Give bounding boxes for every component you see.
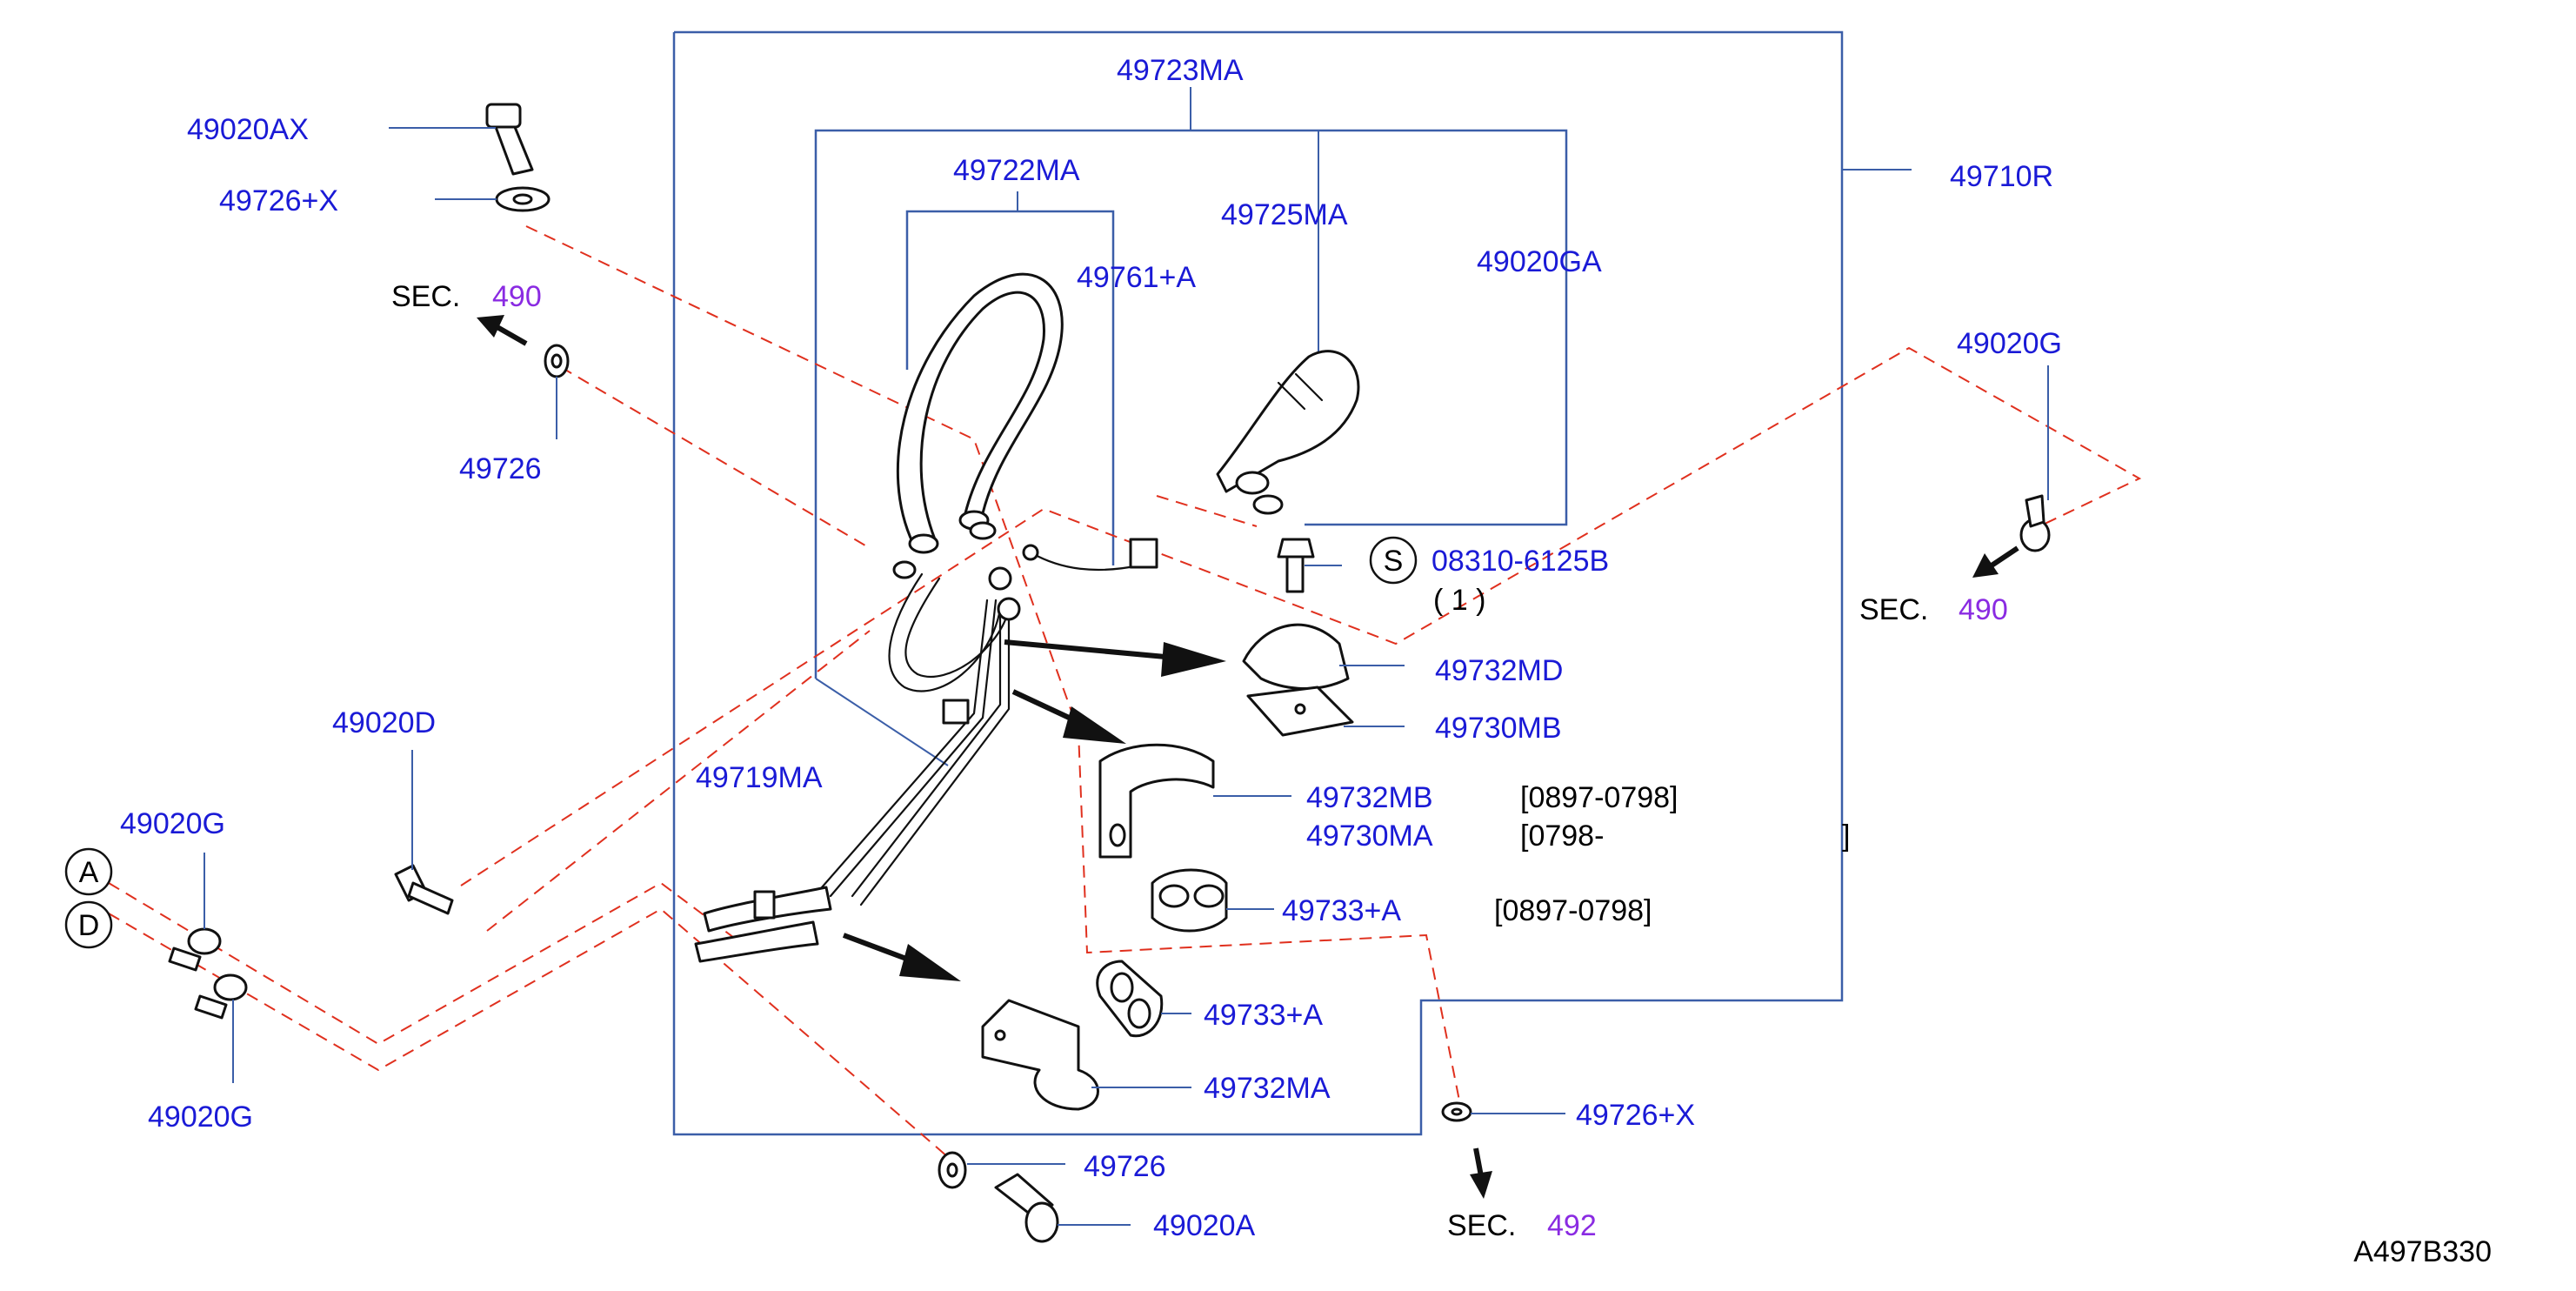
part-08310-quantity: ( 1 ) bbox=[1433, 584, 1485, 617]
hose-49725MA-drawing bbox=[1216, 350, 1360, 515]
part-49725MA[interactable]: 49725MA bbox=[1221, 198, 1348, 231]
marker-s-label: S bbox=[1384, 545, 1404, 578]
bolt-08310-drawing bbox=[1277, 538, 1315, 593]
arrow-sec-490-right bbox=[1972, 545, 2019, 578]
part-49726-bottom[interactable]: 49726 bbox=[1084, 1150, 1166, 1183]
grommet-49733A-top-drawing bbox=[1151, 868, 1228, 933]
marker-circle-d bbox=[64, 900, 113, 949]
section-left-number[interactable]: 490 bbox=[492, 280, 542, 313]
part-49732MD[interactable]: 49732MD bbox=[1435, 654, 1563, 687]
part-49732MA[interactable]: 49732MA bbox=[1204, 1072, 1331, 1105]
part-49733A-bottom[interactable]: 49733+A bbox=[1204, 999, 1323, 1032]
part-49726X-bottom[interactable]: 49726+X bbox=[1576, 1099, 1695, 1132]
part-49732MB[interactable]: 49732MB bbox=[1306, 781, 1433, 814]
section-bottom-number[interactable]: 492 bbox=[1547, 1209, 1597, 1242]
part-49020GA[interactable]: 49020GA bbox=[1477, 245, 1602, 278]
arrow-to-49732MA bbox=[842, 933, 961, 981]
dashed-guide-lines bbox=[108, 225, 2142, 1158]
marker-a-label: A bbox=[79, 856, 99, 889]
part-49020AX[interactable]: 49020AX bbox=[187, 113, 309, 146]
clamp-49020G-left-drawing bbox=[168, 927, 248, 1020]
leader-49719MA-frame bbox=[815, 678, 949, 766]
part-49020G-left-top[interactable]: 49020G bbox=[120, 807, 225, 840]
part-49733A-top[interactable]: 49733+A bbox=[1282, 894, 1401, 927]
part-49726-left[interactable]: 49726 bbox=[459, 452, 542, 485]
bracket-49732MD-drawing bbox=[1242, 623, 1354, 737]
part-49730MA[interactable]: 49730MA bbox=[1306, 819, 1433, 853]
marker-d-label: D bbox=[78, 909, 100, 942]
marker-circle-s bbox=[1369, 536, 1418, 585]
date-49730MA-end: ] bbox=[1842, 819, 1850, 853]
leader-lines bbox=[204, 127, 2049, 1226]
arrow-sec-490-left bbox=[477, 315, 528, 346]
part-49726X-top[interactable]: 49726+X bbox=[219, 184, 338, 217]
arrow-sec-492-bottom bbox=[1470, 1147, 1492, 1199]
part-49723MA[interactable]: 49723MA bbox=[1117, 54, 1244, 87]
part-49020A[interactable]: 49020A bbox=[1153, 1209, 1256, 1242]
part-49710R[interactable]: 49710R bbox=[1950, 160, 2053, 193]
part-08310-6125B[interactable]: 08310-6125B bbox=[1431, 545, 1609, 578]
part-49730MB[interactable]: 49730MB bbox=[1435, 712, 1562, 745]
washer-49726X-bottom-drawing bbox=[1441, 1101, 1472, 1122]
date-49732MB: [0897-0798] bbox=[1520, 781, 1678, 814]
assembly-frame-49710R bbox=[672, 30, 1844, 1136]
bracket-49722MA bbox=[905, 210, 1115, 565]
section-left-label: SEC. bbox=[391, 280, 460, 313]
washer-49726-bottom-drawing bbox=[938, 1151, 967, 1189]
marker-circle-a bbox=[64, 847, 113, 896]
part-49020D[interactable]: 49020D bbox=[332, 706, 436, 739]
part-49722MA[interactable]: 49722MA bbox=[953, 154, 1080, 187]
part-49020G-left-bottom[interactable]: 49020G bbox=[148, 1100, 253, 1134]
date-49730MA-start: [0798- bbox=[1520, 819, 1604, 853]
arrow-to-49732MD bbox=[1004, 639, 1226, 677]
part-49761A[interactable]: 49761+A bbox=[1077, 261, 1196, 294]
return-hose-drawing bbox=[892, 272, 1064, 579]
clamp-49020G-right-drawing bbox=[2019, 494, 2051, 552]
washer-49726-left-drawing bbox=[544, 344, 570, 378]
fitting-49020AX-drawing bbox=[485, 103, 551, 212]
bracket-49723MA bbox=[814, 129, 1568, 679]
bolt-49020D-drawing bbox=[394, 864, 454, 915]
sensor-wire-drawing bbox=[1022, 538, 1158, 572]
drawing-reference: A497B330 bbox=[2353, 1235, 2492, 1268]
section-bottom-label: SEC. bbox=[1447, 1209, 1516, 1242]
arrow-to-49732MB bbox=[1011, 689, 1126, 744]
bracket-49732MA-drawing bbox=[981, 999, 1099, 1111]
section-right-number[interactable]: 490 bbox=[1959, 593, 2008, 626]
part-49020G-right[interactable]: 49020G bbox=[1957, 327, 2062, 360]
grommet-49733A-bottom-drawing bbox=[1096, 960, 1164, 1038]
fitting-49020A-drawing bbox=[994, 1173, 1059, 1243]
bracket-49732MB-drawing bbox=[1098, 743, 1215, 859]
part-49719MA[interactable]: 49719MA bbox=[696, 761, 823, 794]
section-right-label: SEC. bbox=[1859, 593, 1928, 626]
date-49733A: [0897-0798] bbox=[1494, 894, 1652, 927]
